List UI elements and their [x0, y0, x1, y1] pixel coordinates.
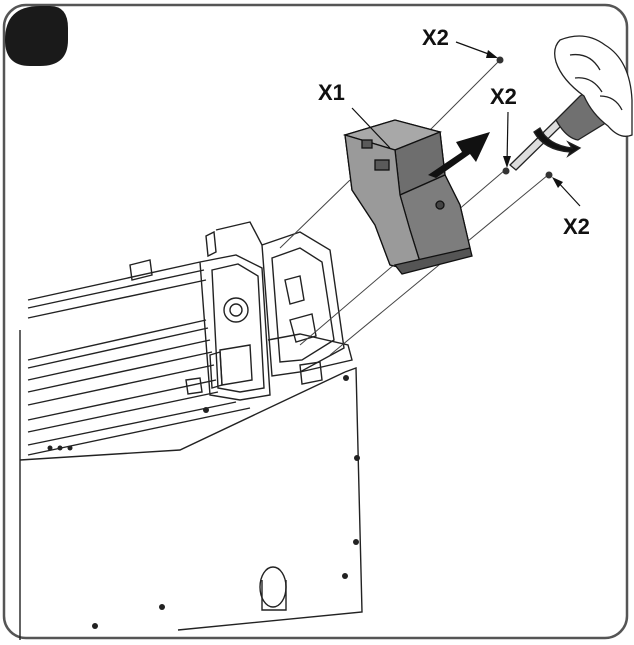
body-screw-heads: [47, 375, 360, 629]
screw-right: [545, 171, 553, 179]
screw-top: [496, 56, 504, 64]
label-x2-top: X2: [422, 25, 449, 50]
diagram-frame: [2, 3, 629, 640]
label-x2-right: X2: [563, 214, 590, 239]
step-badge-icon: [5, 6, 68, 66]
removal-arrow-icon: [428, 132, 490, 178]
screws: [496, 56, 553, 179]
label-x1: X1: [318, 80, 345, 105]
motor-housing: [19, 221, 363, 640]
hand-with-screwdriver-icon: [509, 35, 633, 171]
control-module-x1: [342, 119, 473, 275]
label-x2-middle: X2: [490, 84, 517, 109]
screw-middle: [502, 167, 510, 175]
label-arrowheads: [486, 50, 563, 188]
